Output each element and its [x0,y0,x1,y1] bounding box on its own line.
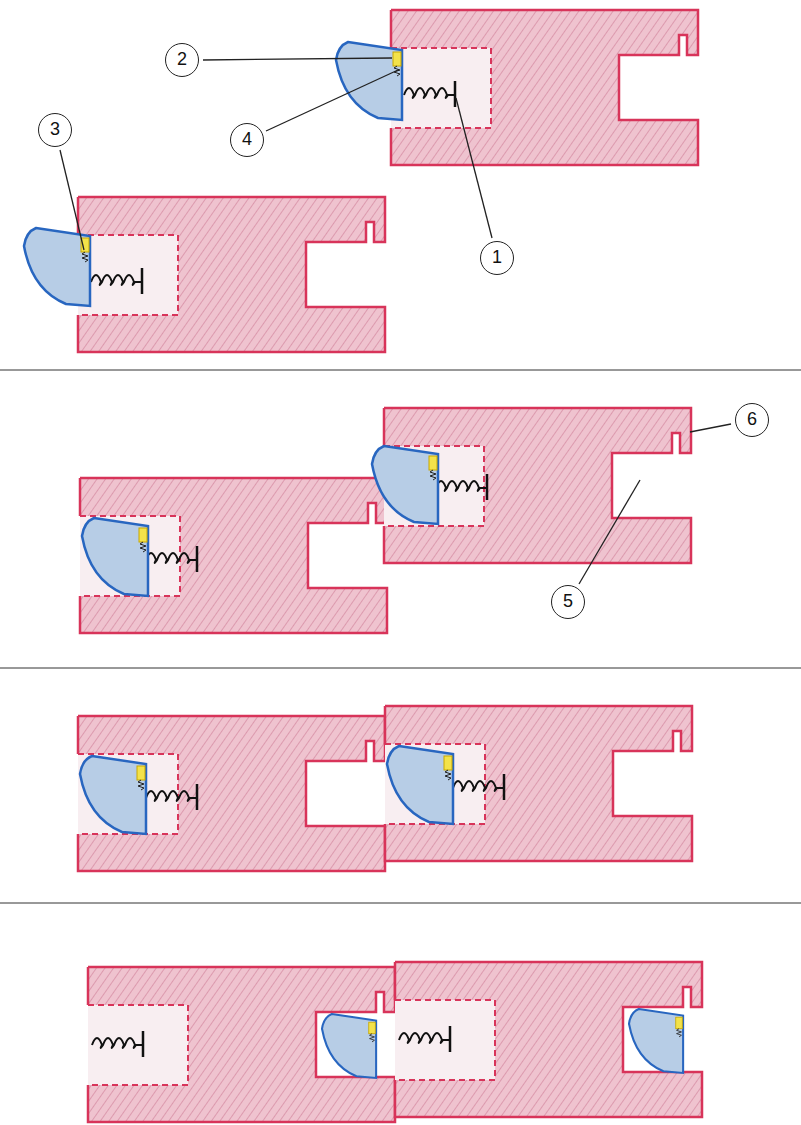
spring [92,1031,143,1057]
latch [24,228,90,306]
panel-two [80,408,691,633]
callout-number: 6 [735,403,769,437]
callout-number: 5 [551,585,585,619]
spring [453,774,504,800]
latch [82,518,148,596]
spring [436,474,487,500]
spring [404,81,455,107]
panel-separators [0,370,801,903]
callout-number: 1 [480,241,514,275]
latch [80,756,146,834]
callout-number: 3 [38,113,72,147]
panel-three [78,706,692,871]
latch [387,746,453,824]
spring [146,784,197,810]
block [80,478,387,633]
block [391,10,698,165]
latch [629,1009,683,1073]
block [395,962,702,1117]
latch [336,42,402,120]
block [78,716,385,871]
block [88,967,395,1122]
spring [146,546,197,572]
callout-number: 2 [165,43,199,77]
panel-four [88,962,702,1122]
callout-number: 4 [230,123,264,157]
spring [91,268,142,294]
block [78,197,385,352]
panel-one [24,10,698,352]
latch [372,446,438,524]
latch [322,1014,376,1078]
leader-lines [60,58,731,584]
spring [399,1026,450,1052]
block [385,706,692,861]
